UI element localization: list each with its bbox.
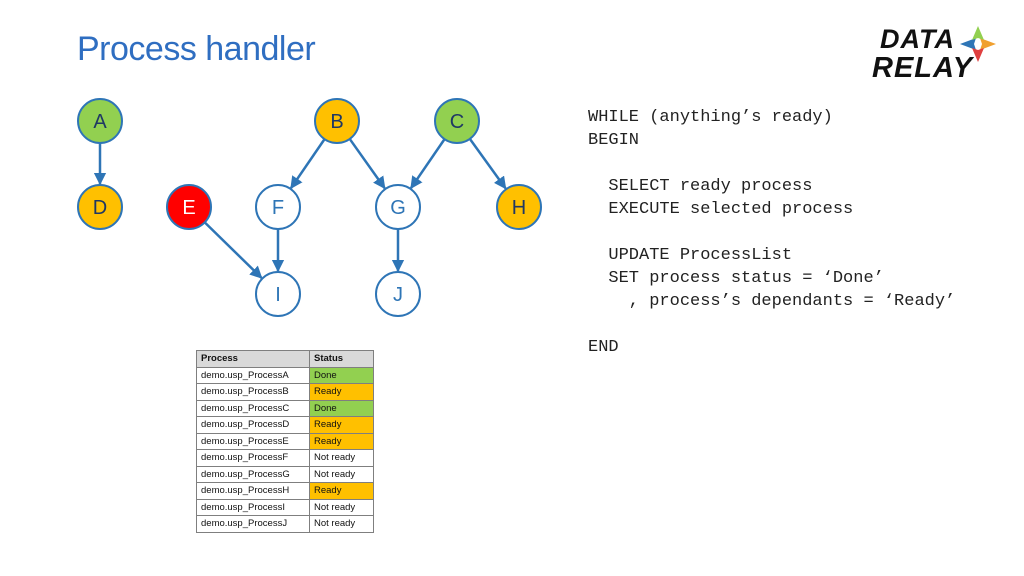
status-cell: Not ready [309, 498, 374, 516]
node-j: J [375, 271, 421, 317]
code-line: SET process status = ‘Done’ [588, 269, 884, 288]
node-e: E [166, 184, 212, 230]
node-c: C [434, 98, 480, 144]
node-i: I [255, 271, 301, 317]
node-a: A [77, 98, 123, 144]
status-cell: Not ready [309, 465, 374, 483]
process-name-cell: demo.usp_ProcessC [196, 399, 310, 417]
node-f: F [255, 184, 301, 230]
node-label-i: I [275, 284, 281, 306]
node-g: G [375, 184, 421, 230]
status-cell: Done [309, 399, 374, 417]
node-d: D [77, 184, 123, 230]
node-label-f: F [272, 197, 284, 219]
status-cell: Done [309, 366, 374, 384]
process-name-cell: demo.usp_ProcessB [196, 383, 310, 401]
status-cell: Not ready [309, 449, 374, 467]
process-name-cell: demo.usp_ProcessA [196, 366, 310, 384]
code-line: , process’s dependants = ‘Ready’ [588, 292, 956, 311]
node-circle-d [77, 184, 123, 230]
process-name-cell: demo.usp_ProcessD [196, 416, 310, 434]
status-cell: Ready [309, 416, 374, 434]
logo-line-2: RELAY [872, 52, 974, 84]
code-line: UPDATE ProcessList [588, 246, 793, 265]
edge-c-h [468, 138, 507, 190]
code-line: WHILE (anything’s ready) [588, 108, 833, 127]
status-cell: Not ready [309, 515, 374, 533]
node-label-h: H [512, 197, 526, 219]
status-cell: Ready [309, 432, 374, 450]
node-circle-h [496, 184, 542, 230]
code-line: EXECUTE selected process [588, 200, 854, 219]
node-circle-g [375, 184, 421, 230]
process-name-cell: demo.usp_ProcessE [196, 432, 310, 450]
node-circle-e [166, 184, 212, 230]
process-name-cell: demo.usp_ProcessH [196, 482, 310, 500]
code-line [588, 221, 955, 244]
code-line: END [588, 338, 619, 357]
process-name-cell: demo.usp_ProcessI [196, 498, 310, 516]
node-label-d: D [93, 197, 107, 219]
page-title: Process handler [77, 30, 316, 68]
node-circle-f [255, 184, 301, 230]
process-name-cell: demo.usp_ProcessG [196, 465, 310, 483]
header-status: Status [309, 350, 374, 368]
node-label-g: G [390, 197, 406, 219]
logo-line-1: DATA [880, 24, 955, 54]
edge-b-f [289, 138, 326, 190]
node-label-a: A [93, 111, 107, 133]
table-header-row: Process Status [196, 350, 374, 368]
node-circle-b [314, 98, 360, 144]
edge-b-g [348, 138, 386, 190]
node-h: H [496, 184, 542, 230]
header-process: Process [196, 350, 310, 368]
node-circle-i [255, 271, 301, 317]
node-circle-a [77, 98, 123, 144]
node-label-b: B [330, 111, 343, 133]
edge-c-g [409, 138, 446, 190]
process-name-cell: demo.usp_ProcessJ [196, 515, 310, 533]
data-relay-logo: DATA RELAY [866, 22, 1006, 90]
edge-e-i [203, 221, 263, 279]
code-line: SELECT ready process [588, 177, 813, 196]
process-dependency-graph: A B C D E F G H I J [77, 98, 542, 317]
node-circle-c [434, 98, 480, 144]
node-b: B [314, 98, 360, 144]
status-cell: Ready [309, 482, 374, 500]
process-name-cell: demo.usp_ProcessF [196, 449, 310, 467]
code-line [588, 152, 955, 175]
node-label-e: E [182, 197, 195, 219]
node-circle-j [375, 271, 421, 317]
logo-arrows-icon [960, 26, 996, 62]
code-line [588, 313, 955, 336]
node-label-j: J [393, 284, 403, 306]
pseudocode-block: WHILE (anything’s ready) BEGIN SELECT rea… [588, 106, 955, 359]
code-line: BEGIN [588, 131, 640, 150]
node-label-c: C [450, 111, 464, 133]
status-cell: Ready [309, 383, 374, 401]
